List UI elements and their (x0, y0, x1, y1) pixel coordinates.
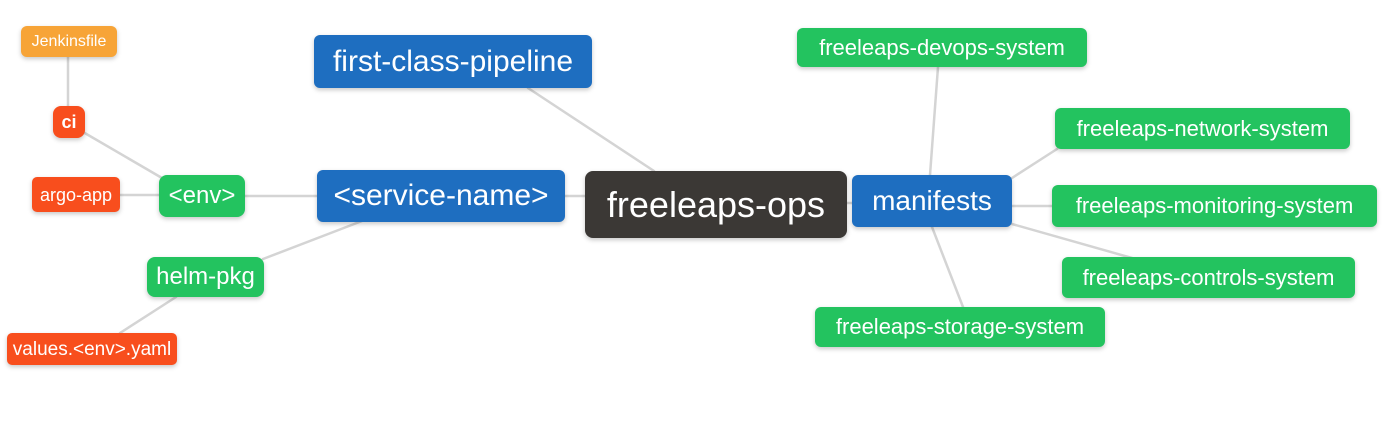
node-storage-system[interactable]: freeleaps-storage-system (815, 307, 1105, 347)
edge-values-env-yaml-helm-pkg (118, 295, 178, 335)
node-jenkinsfile[interactable]: Jenkinsfile (21, 26, 117, 57)
node-manifests[interactable]: manifests (852, 175, 1012, 227)
node-env[interactable]: <env> (159, 175, 245, 217)
node-first-class-pipeline[interactable]: first-class-pipeline (314, 35, 592, 88)
node-ci[interactable]: ci (53, 106, 85, 138)
node-devops-system[interactable]: freeleaps-devops-system (797, 28, 1087, 67)
edge-manifests-devops-system (928, 65, 940, 177)
edge-helm-pkg-service-name (261, 219, 364, 261)
node-argo-app[interactable]: argo-app (32, 177, 120, 212)
node-values-env-yaml[interactable]: values.<env>.yaml (7, 333, 177, 365)
edge-manifests-network-system (1010, 147, 1059, 180)
node-controls-system[interactable]: freeleaps-controls-system (1062, 257, 1355, 298)
node-service-name[interactable]: <service-name> (317, 170, 565, 222)
edge-first-class-pipeline-freeleaps-ops (526, 86, 656, 173)
node-monitoring-system[interactable]: freeleaps-monitoring-system (1052, 185, 1377, 227)
edge-manifests-controls-system (1010, 222, 1134, 260)
edge-ci-env (81, 130, 164, 180)
edge-manifests-storage-system (930, 225, 965, 309)
node-helm-pkg[interactable]: helm-pkg (147, 257, 264, 297)
node-freeleaps-ops[interactable]: freeleaps-ops (585, 171, 847, 238)
node-network-system[interactable]: freeleaps-network-system (1055, 108, 1350, 149)
